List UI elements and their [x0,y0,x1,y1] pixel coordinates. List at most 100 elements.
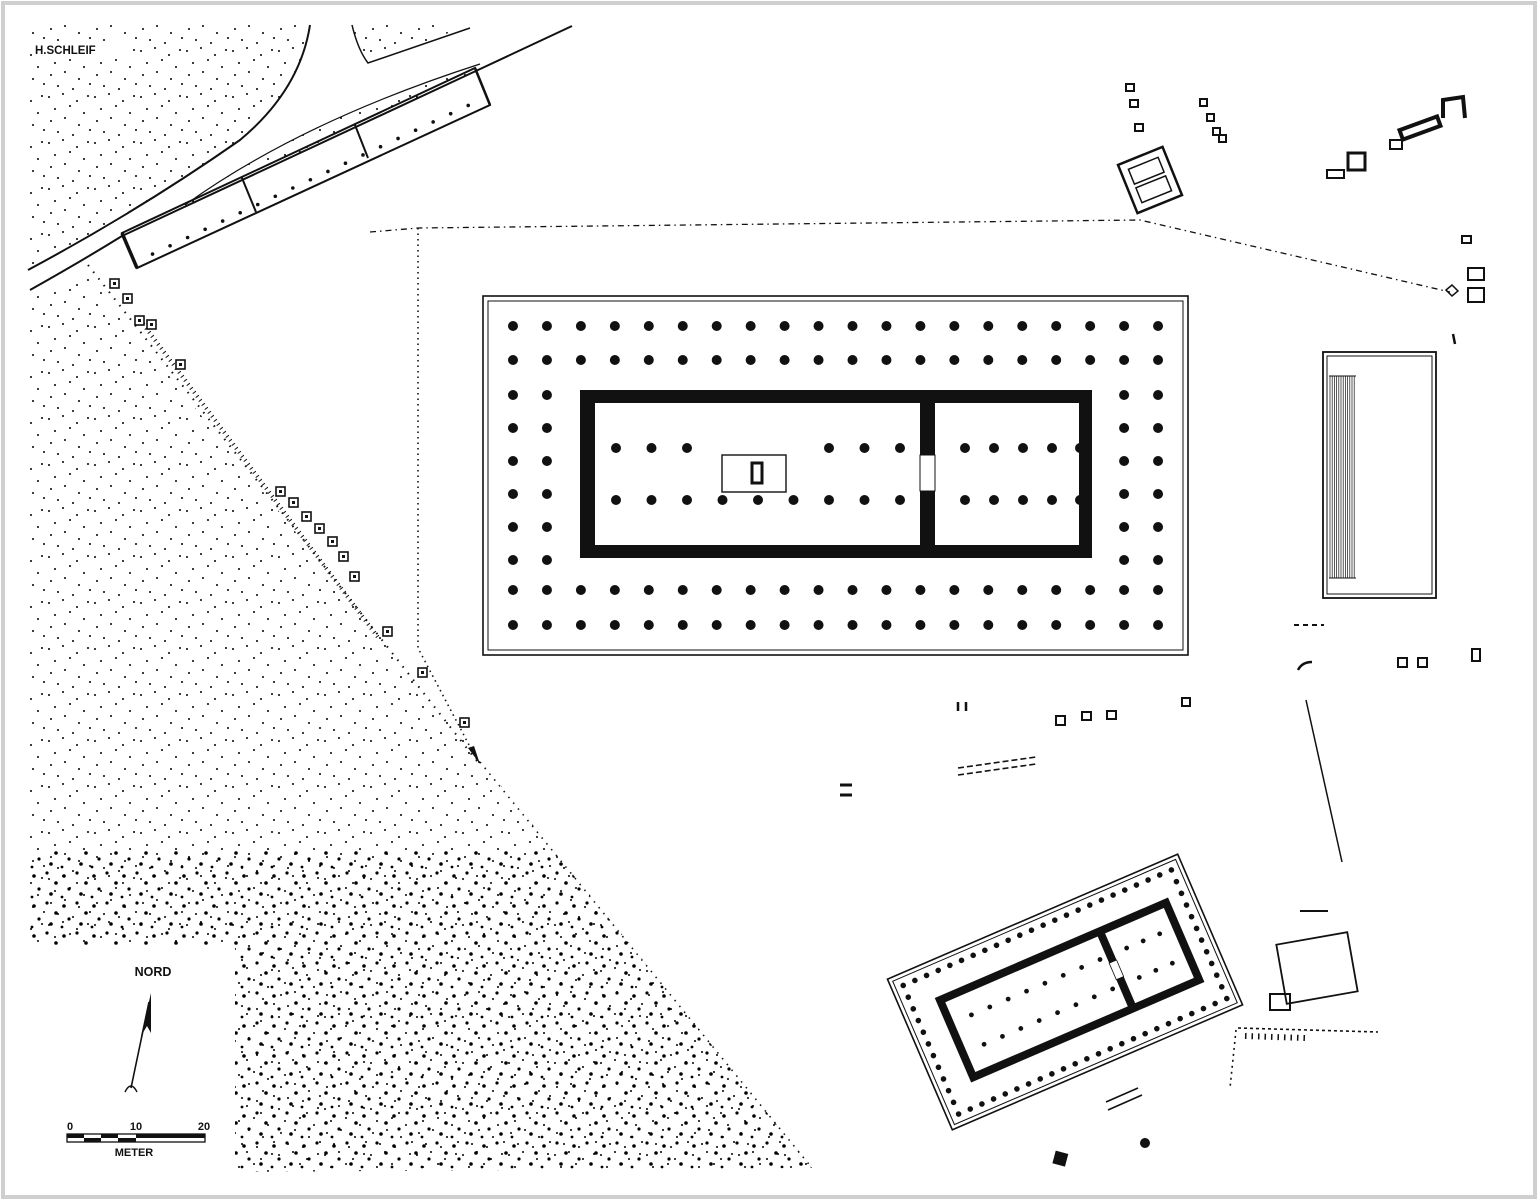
column [541,321,552,331]
stoa-column [308,177,313,182]
interior-column [1073,1002,1079,1008]
column [1203,948,1210,955]
interior-column [1153,967,1159,973]
interior-column [1169,960,1175,966]
foundation-block [1134,123,1144,132]
column [779,355,790,365]
credit-background [32,41,130,57]
column [930,1052,937,1059]
interior-column [1075,443,1085,453]
column [1156,872,1163,878]
altar-steps [1329,375,1356,579]
column [1119,1040,1125,1047]
column [1121,887,1128,893]
building-outline [1275,931,1359,1005]
great-temple-platform-inner [487,300,1184,651]
interior-column [895,495,905,505]
interior-column [859,443,870,453]
column [1178,890,1185,897]
interior-column [859,495,870,505]
column [1212,1000,1218,1007]
cult-statue-base [721,454,787,493]
column [881,585,892,595]
foundation-block [1218,134,1227,143]
statue-base-core [292,501,295,504]
column [949,585,960,595]
long-base [1396,113,1444,143]
stoa-column [361,153,365,157]
column [1177,1015,1183,1022]
stoa-column [185,235,190,240]
interior-column [1018,1026,1024,1031]
column [983,355,994,365]
interior-column [1097,957,1103,962]
interior-column [1136,975,1142,980]
column [541,585,552,595]
long-base-outline [1396,113,1444,143]
column [1189,1010,1195,1017]
column [1095,1050,1102,1057]
stoa-column [255,202,260,207]
column [940,1076,947,1082]
column [1200,1005,1207,1012]
square-base [1052,1150,1069,1167]
column [920,1029,927,1036]
column [1153,489,1164,499]
interior-column [981,1041,987,1047]
column [1119,390,1130,400]
foundation-block [1125,83,1135,92]
column [1051,321,1062,331]
statue-base-core [150,323,153,326]
interior-column [788,495,799,505]
column [1153,555,1164,565]
column [1085,355,1096,365]
column [1085,321,1096,331]
foundation-block [1467,267,1485,281]
scale-tick-1: 10 [130,1121,142,1133]
column [1005,937,1011,944]
column [575,321,586,331]
interior-column [1018,443,1028,453]
interior-column [611,443,621,453]
scale-bar-segment [67,1134,84,1138]
interior-column [717,495,728,505]
column [745,585,756,595]
statue-base-core [113,282,116,285]
column [1145,877,1151,883]
boundaries [87,219,1451,1169]
column [949,355,960,365]
interior-column [646,443,657,453]
stoa-partition [354,124,369,159]
stoa-column [466,103,471,108]
column [982,947,988,954]
scale-bar-segment [101,1134,118,1138]
north-arrow-head [141,993,151,1036]
stipple-area-north-west [30,25,310,266]
column [779,585,790,595]
statue-base-core [463,721,466,724]
statue-base-core [138,319,141,322]
foundation-block [1181,697,1191,707]
column [1153,585,1164,595]
column [847,620,858,630]
column [745,321,756,331]
stoa-column [326,169,330,174]
terrain [30,25,812,1172]
pi-shaped-foundation [1441,94,1467,119]
statue-base-core [279,490,282,493]
column [541,423,552,433]
scale-tick-0: 0 [67,1121,73,1133]
small-temple-platform [886,853,1244,1131]
column [643,321,654,331]
column [1084,1056,1090,1062]
column [1208,960,1215,967]
small-temple [886,853,1244,1131]
column [1183,902,1190,908]
column [1165,1020,1172,1027]
column [1017,355,1028,365]
interior-column [682,443,692,453]
column [847,321,858,331]
column [1119,489,1130,499]
small-temple-doorway [1108,959,1125,981]
column [541,620,552,630]
